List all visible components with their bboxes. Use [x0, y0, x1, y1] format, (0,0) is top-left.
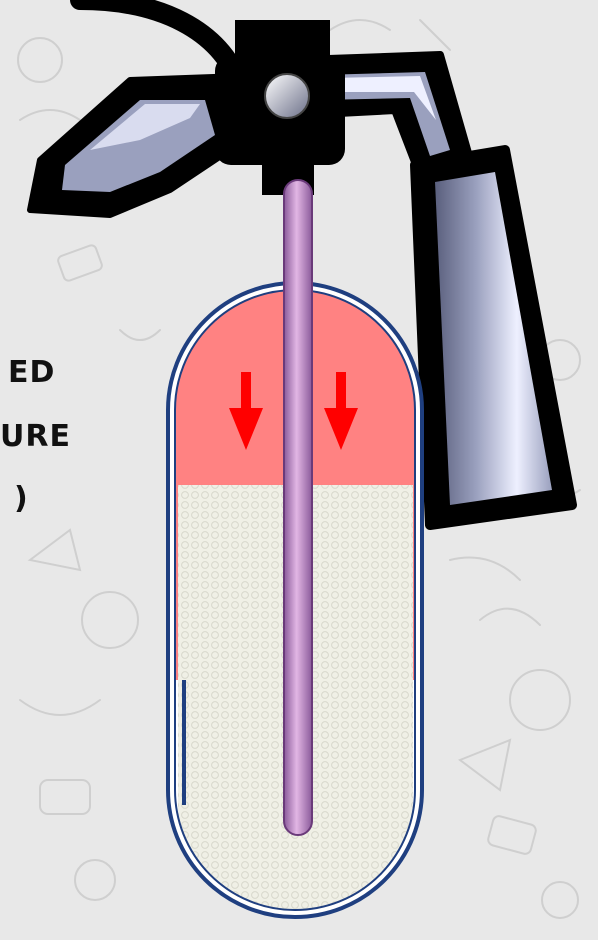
valve-head	[215, 20, 345, 195]
valve-knob-icon	[264, 73, 310, 119]
down-arrow-icon	[229, 372, 263, 450]
down-arrow-icon	[324, 372, 358, 450]
pressure-label-line-2: URE	[0, 419, 71, 454]
discharge-nozzle	[296, 51, 577, 530]
dip-tube	[283, 179, 313, 836]
pressure-arrows	[229, 372, 358, 450]
pressure-label-line-1: ED	[8, 355, 56, 390]
pressure-label-line-3: )	[14, 481, 29, 516]
